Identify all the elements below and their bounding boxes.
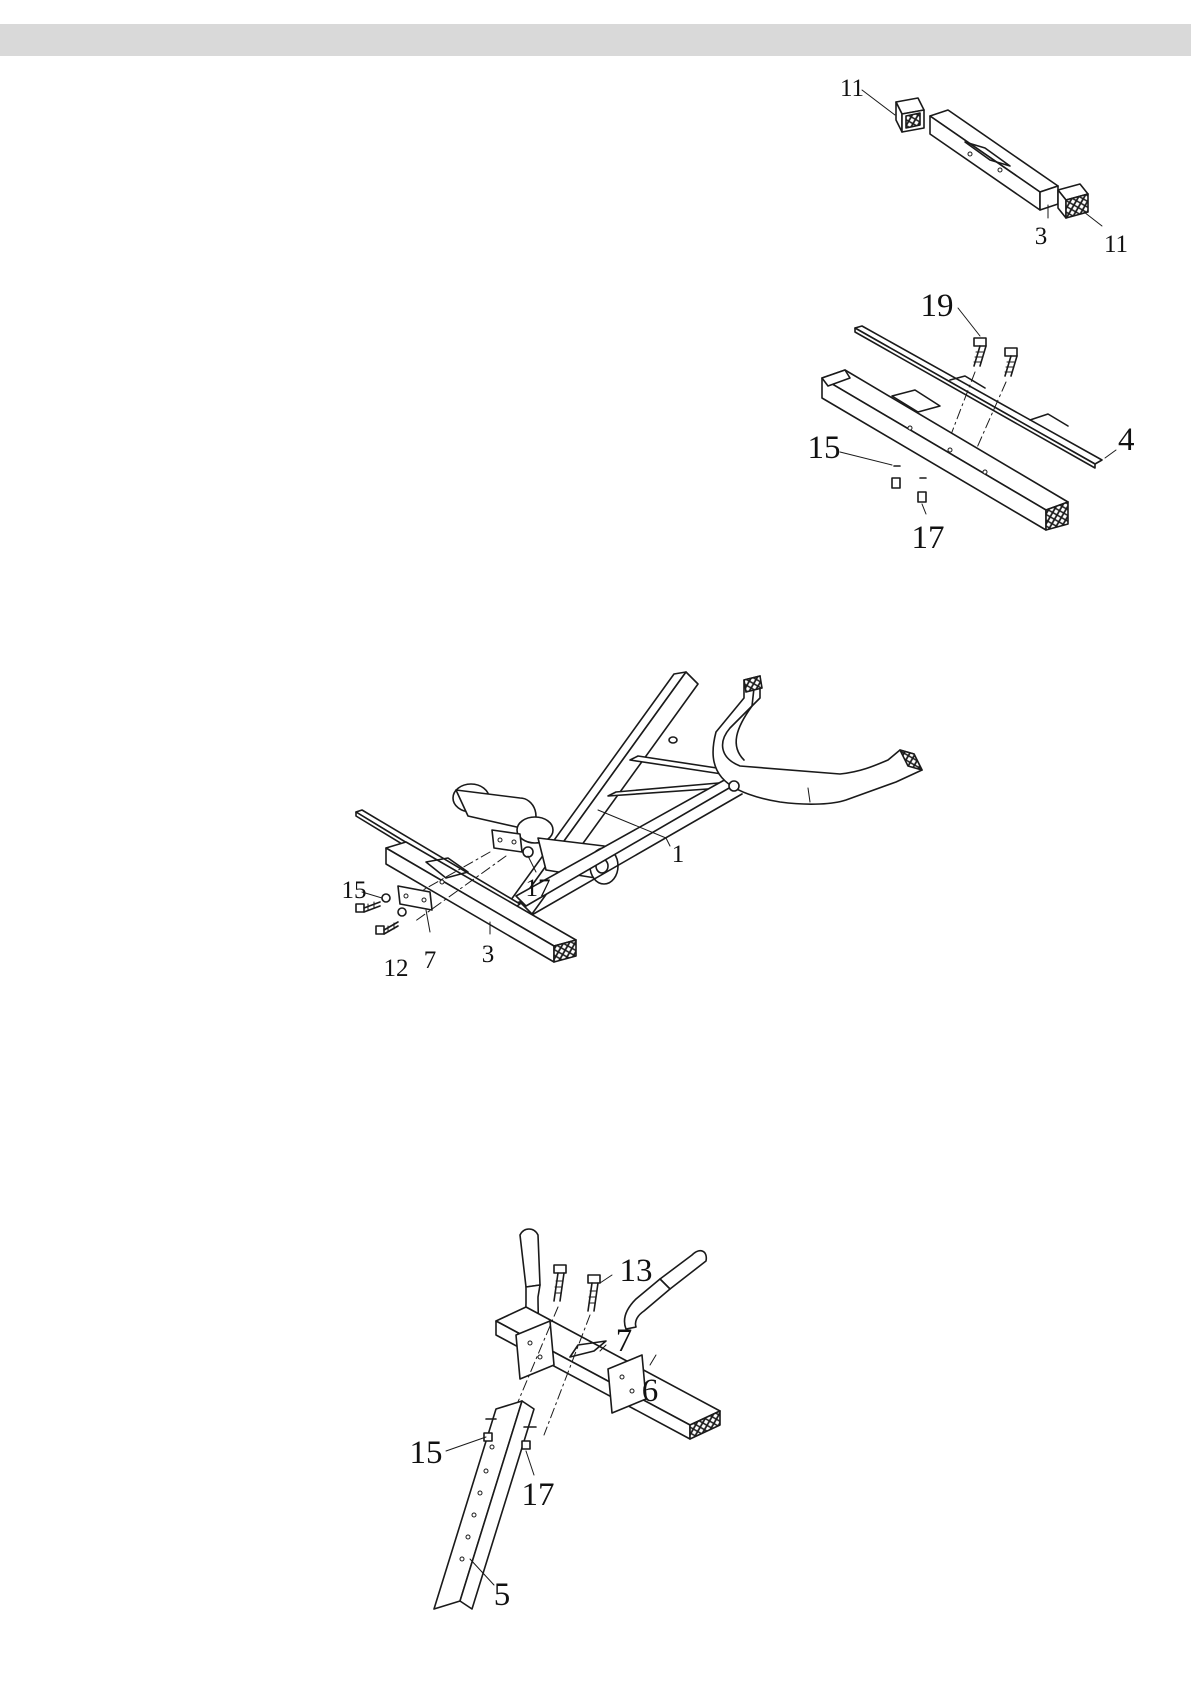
figure-3-frame-assembly: 1 17 3 7 15: [340, 670, 950, 1070]
label-11-bottom: 11: [1104, 231, 1128, 258]
curved-base: [713, 676, 922, 804]
label-15: 15: [342, 877, 367, 904]
plate-7: [398, 886, 432, 910]
leader-19: [958, 308, 980, 336]
label-11-top: 11: [840, 75, 864, 102]
leader-11-bottom: [1084, 212, 1102, 226]
bolt-19-right: [1005, 348, 1017, 376]
bolt-19-left: [974, 338, 986, 366]
label-6: 6: [642, 1373, 659, 1409]
figure-4-handle-assembly: 7 13 5 15 17 6: [430, 1225, 760, 1625]
leader-15: [840, 452, 892, 465]
label-7: 7: [616, 1323, 633, 1359]
label-19: 19: [921, 288, 954, 324]
label-3: 3: [482, 941, 495, 968]
label-15: 15: [808, 430, 841, 466]
tube-3: [930, 110, 1058, 210]
figure-1-end-cap-assembly: 11 3 11: [840, 70, 1140, 270]
nut-17-right: [918, 492, 926, 502]
label-5: 5: [494, 1577, 511, 1613]
header-bar: [0, 24, 1191, 56]
label-13: 13: [620, 1253, 653, 1289]
leader-17: [922, 504, 926, 514]
end-cap-top: [896, 98, 924, 132]
label-17: 17: [526, 875, 551, 902]
label-4: 4: [1118, 422, 1135, 458]
label-12: 12: [384, 955, 409, 982]
end-cap-bottom: [1058, 184, 1088, 218]
leader-11-top: [862, 90, 895, 115]
bolt-12-lower: [376, 922, 398, 934]
bolt-13-right: [588, 1275, 600, 1311]
figure-2-rail-assembly: 4 19 15 17: [800, 280, 1170, 580]
label-3: 3: [1035, 223, 1048, 250]
bolt-12-upper: [356, 902, 380, 912]
post-5: [434, 1401, 534, 1609]
bolt-13-left: [554, 1265, 566, 1301]
label-1: 1: [672, 841, 685, 868]
nut-17-left: [892, 478, 900, 488]
label-15: 15: [410, 1435, 443, 1471]
label-17: 17: [522, 1477, 555, 1513]
tube-assembly: [822, 370, 1068, 530]
label-17: 17: [912, 520, 945, 556]
label-7: 7: [424, 947, 437, 974]
leader-4: [1105, 450, 1116, 458]
